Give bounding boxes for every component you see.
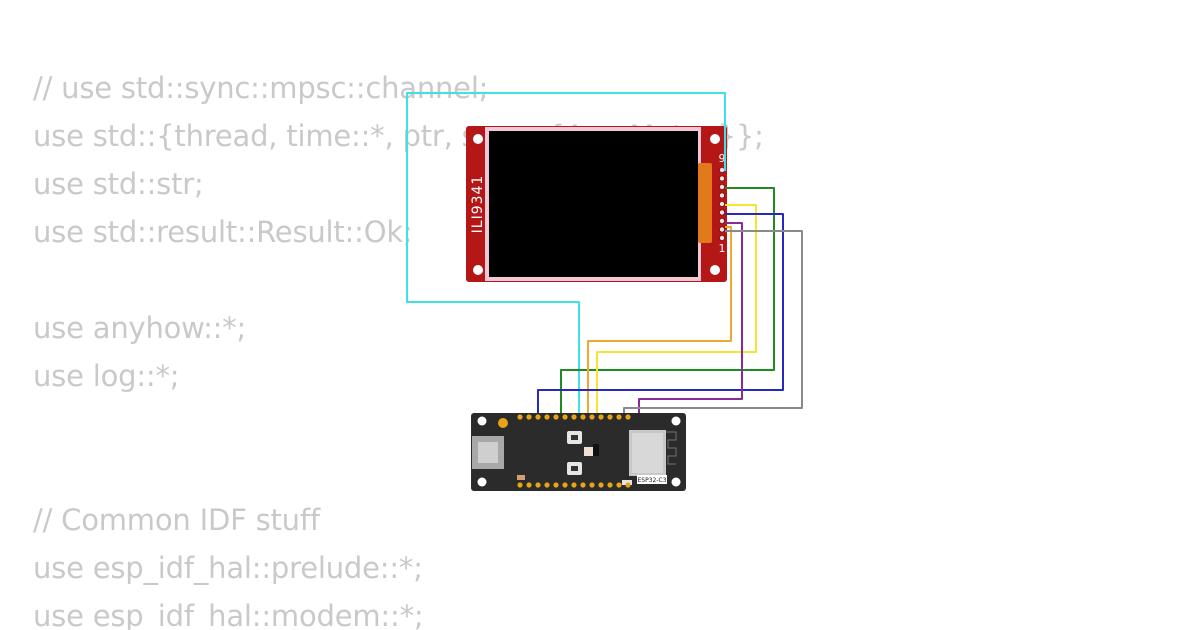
mcu-pin[interactable] bbox=[571, 482, 577, 488]
display-pin[interactable] bbox=[719, 166, 726, 173]
mcu-pin[interactable] bbox=[553, 482, 559, 488]
wire-orange[interactable] bbox=[587, 226, 732, 414]
mcu-pin[interactable] bbox=[589, 482, 595, 488]
mount-hole bbox=[477, 416, 487, 426]
mount-hole bbox=[477, 477, 487, 487]
mount-hole bbox=[473, 134, 483, 144]
display-pin[interactable] bbox=[719, 183, 726, 190]
module-label-plate bbox=[637, 475, 667, 484]
capacitor bbox=[622, 480, 632, 485]
pin-label-9: 9 bbox=[719, 152, 726, 165]
mount-hole bbox=[671, 416, 681, 426]
boot-button-cap bbox=[571, 435, 578, 440]
logo-icon bbox=[498, 418, 508, 428]
mount-hole bbox=[710, 265, 720, 275]
code-line: use esp_idf_hal::modem::*; bbox=[33, 599, 424, 630]
capacitor bbox=[517, 475, 525, 480]
mcu-pin[interactable] bbox=[625, 414, 631, 420]
code-background: // use std::sync::mpsc::channel;use std:… bbox=[33, 64, 764, 630]
mcu-pin[interactable] bbox=[580, 482, 586, 488]
mcu-pin[interactable] bbox=[517, 482, 523, 488]
mcu-pin[interactable] bbox=[571, 414, 577, 420]
mcu-pin[interactable] bbox=[589, 414, 595, 420]
display-pin[interactable] bbox=[719, 175, 726, 182]
mcu-pin[interactable] bbox=[517, 414, 523, 420]
wire-cyan[interactable] bbox=[406, 92, 726, 414]
mcu-pin[interactable] bbox=[607, 414, 613, 420]
esp32-c3-board[interactable]: ESP32-C3 bbox=[471, 413, 686, 491]
display-connector bbox=[698, 163, 712, 243]
mount-hole bbox=[671, 477, 681, 487]
code-line: // Common IDF stuff bbox=[33, 503, 320, 537]
module-label: ESP32-C3 bbox=[637, 477, 666, 484]
mcu-pin[interactable] bbox=[607, 482, 613, 488]
mcu-pin[interactable] bbox=[625, 482, 631, 488]
display-pin[interactable] bbox=[719, 226, 726, 233]
code-line: use std::str; bbox=[33, 167, 204, 201]
code-line: use anyhow::*; bbox=[33, 311, 247, 345]
mount-hole bbox=[710, 134, 720, 144]
code-line: use std::result::Result::Ok; bbox=[33, 215, 413, 249]
display-screen bbox=[489, 131, 698, 277]
wire-gray[interactable] bbox=[623, 230, 803, 414]
mount-hole bbox=[473, 265, 483, 275]
mcu-pin[interactable] bbox=[526, 482, 532, 488]
code-line: use esp_idf_hal::prelude::*; bbox=[33, 551, 423, 585]
usb-connector-inner bbox=[478, 442, 498, 463]
wire-yellow[interactable] bbox=[596, 204, 757, 414]
antenna-icon bbox=[666, 431, 677, 465]
mcu-pin[interactable] bbox=[544, 482, 550, 488]
display-pin[interactable] bbox=[719, 217, 726, 224]
mcu-pin[interactable] bbox=[598, 482, 604, 488]
wires bbox=[406, 92, 803, 484]
mcu-pin[interactable] bbox=[562, 414, 568, 420]
display-pin-header bbox=[719, 166, 726, 241]
code-line: use log::*; bbox=[33, 359, 180, 393]
wire-purple[interactable] bbox=[638, 222, 743, 414]
rgb-led bbox=[584, 447, 593, 456]
display-label: ILI9341 bbox=[470, 175, 486, 234]
mcu-pin[interactable] bbox=[526, 414, 532, 420]
display-pin[interactable] bbox=[719, 192, 726, 199]
reset-button-cap bbox=[571, 466, 578, 471]
ili9341-display[interactable]: ILI9341 9 1 bbox=[466, 126, 727, 282]
mcu-pin[interactable] bbox=[562, 482, 568, 488]
mcu-pin[interactable] bbox=[616, 482, 622, 488]
display-pin[interactable] bbox=[719, 234, 726, 241]
esp32-module-shield bbox=[632, 433, 663, 473]
mcu-pin[interactable] bbox=[580, 414, 586, 420]
mcu-pin[interactable] bbox=[535, 414, 541, 420]
mcu-pin[interactable] bbox=[598, 414, 604, 420]
mcu-pin[interactable] bbox=[535, 482, 541, 488]
mcu-pin[interactable] bbox=[553, 414, 559, 420]
display-pin[interactable] bbox=[719, 200, 726, 207]
mcu-pin-header bbox=[517, 414, 631, 488]
display-pin[interactable] bbox=[719, 209, 726, 216]
wire-green[interactable] bbox=[560, 187, 775, 414]
mcu-pin[interactable] bbox=[544, 414, 550, 420]
chip bbox=[593, 444, 599, 456]
mcu-pin[interactable] bbox=[616, 414, 622, 420]
pin-label-1: 1 bbox=[719, 242, 726, 255]
code-line: // use std::sync::mpsc::channel; bbox=[33, 71, 489, 105]
